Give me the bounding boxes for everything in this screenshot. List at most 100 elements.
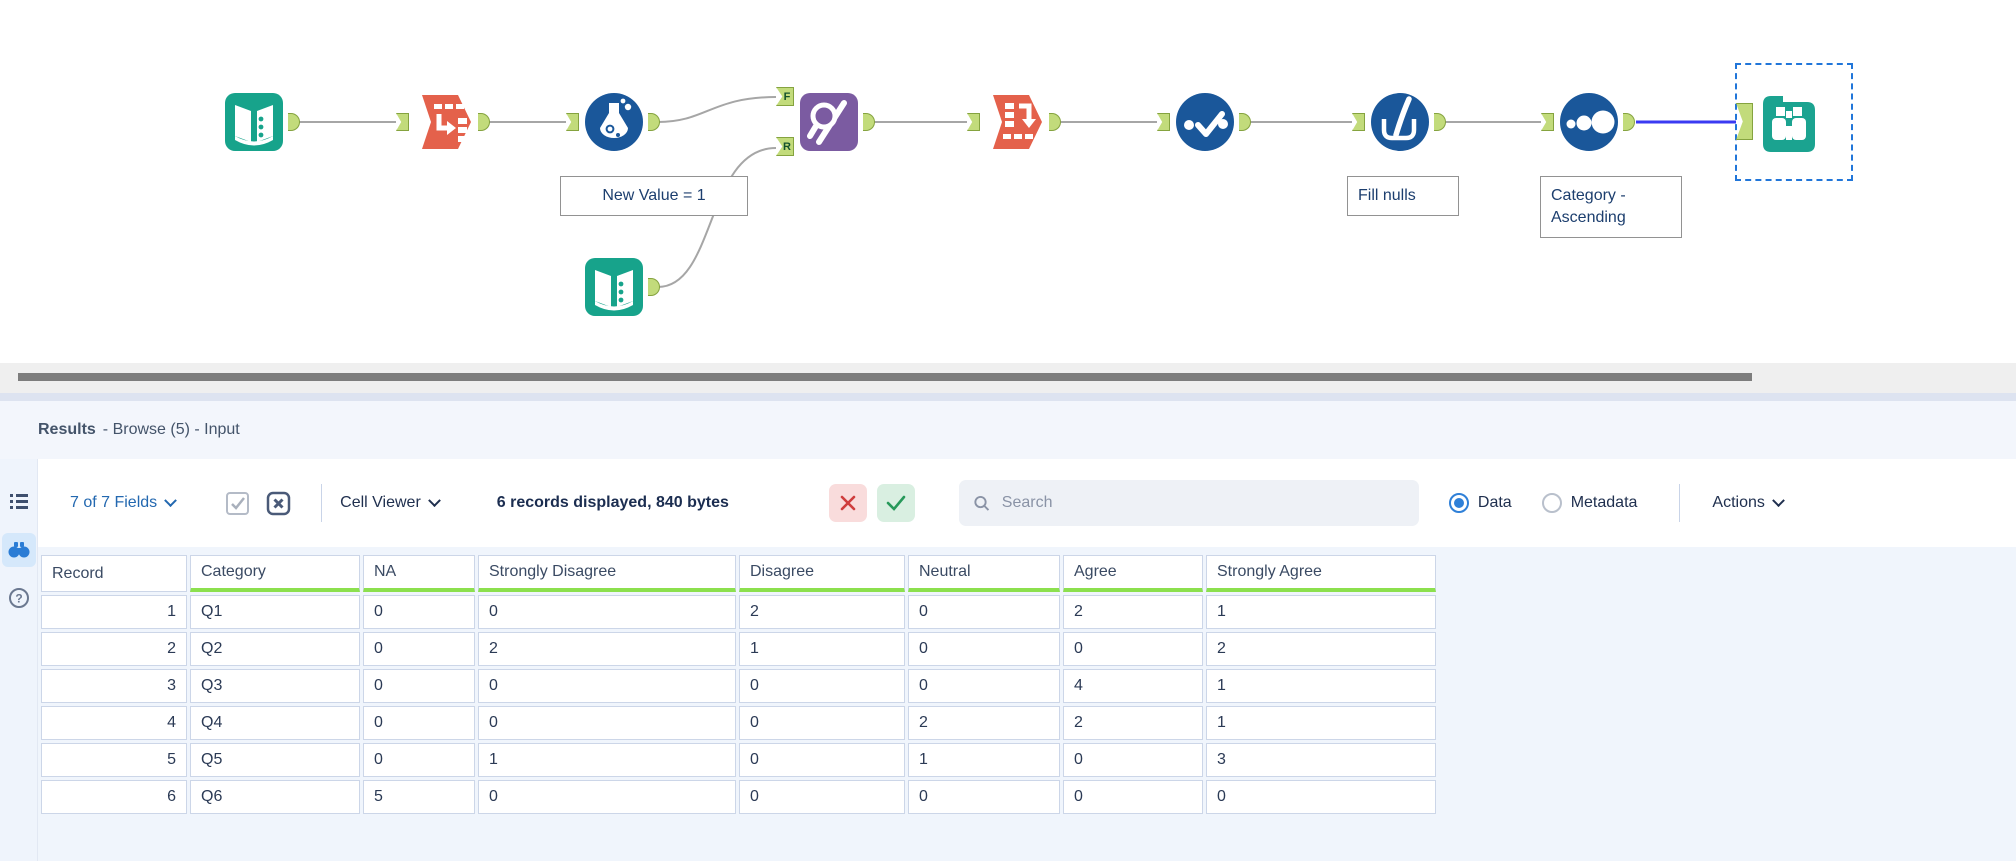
tool-input-data-2[interactable] (582, 255, 660, 319)
clear-filter-button[interactable] (828, 484, 867, 522)
table-cell[interactable]: 0 (739, 743, 905, 777)
help-button[interactable]: ? (2, 581, 36, 615)
table-cell[interactable]: 2 (1063, 595, 1203, 629)
table-cell[interactable]: 0 (1063, 632, 1203, 666)
table-cell[interactable]: 1 (739, 632, 905, 666)
cell-viewer-dropdown[interactable]: Cell Viewer (340, 493, 441, 512)
tool-cross-tab[interactable] (967, 90, 1061, 154)
hscrollbar-thumb[interactable] (18, 373, 1752, 381)
table-cell[interactable]: 0 (1063, 780, 1203, 814)
table-cell[interactable]: 0 (908, 780, 1060, 814)
table-cell[interactable]: 1 (478, 743, 736, 777)
table-cell[interactable]: 1 (1206, 669, 1436, 703)
table-cell[interactable]: 0 (1063, 743, 1203, 777)
table-cell[interactable]: 0 (478, 780, 736, 814)
table-cell[interactable]: 2 (1206, 632, 1436, 666)
table-cell[interactable]: 2 (908, 706, 1060, 740)
table-cell[interactable]: 0 (363, 669, 475, 703)
tool-formula[interactable] (566, 90, 660, 154)
table-cell[interactable]: 0 (478, 706, 736, 740)
table-cell[interactable]: 0 (363, 706, 475, 740)
radio-metadata[interactable]: Metadata (1541, 493, 1637, 513)
workflow-canvas[interactable]: F R (0, 0, 2016, 363)
table-cell[interactable]: 4 (41, 706, 187, 740)
table-cell[interactable]: 0 (478, 669, 736, 703)
table-cell[interactable]: Q2 (190, 632, 360, 666)
results-side-rail: ? (0, 459, 38, 861)
table-cell[interactable]: Q1 (190, 595, 360, 629)
search-input[interactable] (999, 493, 1405, 513)
tool-data-cleansing[interactable] (1352, 90, 1446, 154)
table-cell[interactable]: 0 (908, 595, 1060, 629)
table-cell[interactable]: 0 (1206, 780, 1436, 814)
table-cell[interactable]: 0 (908, 669, 1060, 703)
checkmark-circle-icon (1176, 93, 1234, 151)
formula-flask-icon (585, 93, 643, 151)
table-cell[interactable]: 4 (1063, 669, 1203, 703)
table-cell[interactable]: 0 (739, 780, 905, 814)
table-cell[interactable]: 1 (41, 595, 187, 629)
table-cell[interactable]: Q5 (190, 743, 360, 777)
column-header[interactable]: Strongly Agree (1206, 555, 1436, 592)
table-cell[interactable]: 1 (908, 743, 1060, 777)
canvas-hscrollbar[interactable] (0, 363, 2016, 393)
table-cell[interactable]: 2 (478, 632, 736, 666)
column-header[interactable]: Agree (1063, 555, 1203, 592)
table-cell[interactable]: 0 (363, 595, 475, 629)
cleansing-bucket-icon (1371, 93, 1429, 151)
table-cell[interactable]: 2 (1063, 706, 1203, 740)
actions-dropdown[interactable]: Actions (1712, 493, 1785, 512)
fields-dropdown[interactable]: 7 of 7 Fields (70, 493, 178, 512)
results-header: Results - Browse (5) - Input (0, 401, 2016, 459)
table-cell[interactable]: 0 (739, 669, 905, 703)
annotation-fill-nulls[interactable]: Fill nulls (1347, 176, 1459, 216)
table-cell[interactable]: 2 (739, 595, 905, 629)
tool-checkmark[interactable] (1157, 90, 1251, 154)
annotation-formula[interactable]: New Value = 1 (560, 176, 748, 216)
column-header[interactable]: Disagree (739, 555, 905, 592)
tool-browse[interactable] (1736, 90, 1821, 154)
tool-input-data-1[interactable] (222, 90, 300, 154)
table-cell[interactable]: Q6 (190, 780, 360, 814)
panel-divider[interactable] (0, 393, 2016, 401)
browse-view-button[interactable] (1, 533, 36, 567)
profile-list-button[interactable] (2, 485, 36, 519)
question-mark-icon: ? (8, 588, 29, 608)
table-cell[interactable]: 0 (363, 632, 475, 666)
tool-sort[interactable] (1541, 90, 1635, 154)
browse-binoculars-icon (1763, 96, 1815, 152)
tool-transpose[interactable] (396, 90, 490, 154)
column-header[interactable]: Neutral (908, 555, 1060, 592)
table-cell[interactable]: 5 (41, 743, 187, 777)
table-cell[interactable]: Q3 (190, 669, 360, 703)
column-header[interactable]: NA (363, 555, 475, 592)
column-header[interactable]: Category (190, 555, 360, 592)
annotation-sort[interactable]: Category - Ascending (1540, 176, 1682, 238)
radio-data[interactable]: Data (1448, 493, 1512, 513)
table-cell[interactable]: 1 (1206, 595, 1436, 629)
table-cell[interactable]: 2 (41, 632, 187, 666)
table-cell[interactable]: Q4 (190, 706, 360, 740)
table-cell[interactable]: 6 (41, 780, 187, 814)
search-field[interactable] (958, 480, 1419, 526)
apply-filter-button[interactable] (876, 484, 915, 522)
deselect-all-button[interactable] (266, 491, 291, 516)
table-cell[interactable]: 0 (908, 632, 1060, 666)
results-toolbar: 7 of 7 Fields Cell Viewer 6 records disp… (38, 459, 2016, 547)
table-cell[interactable]: 3 (1206, 743, 1436, 777)
select-all-checkbox-button[interactable] (225, 491, 250, 516)
table-cell[interactable]: 3 (41, 669, 187, 703)
table-cell[interactable]: 0 (363, 743, 475, 777)
list-icon (9, 494, 28, 509)
column-header[interactable]: Record (41, 555, 187, 592)
column-header[interactable]: Strongly Disagree (478, 555, 736, 592)
table-cell[interactable]: 5 (363, 780, 475, 814)
table-cell[interactable]: 0 (739, 706, 905, 740)
table-cell[interactable]: 1 (1206, 706, 1436, 740)
tool-find-replace[interactable]: F R (776, 87, 875, 156)
table-cell[interactable]: 0 (478, 595, 736, 629)
